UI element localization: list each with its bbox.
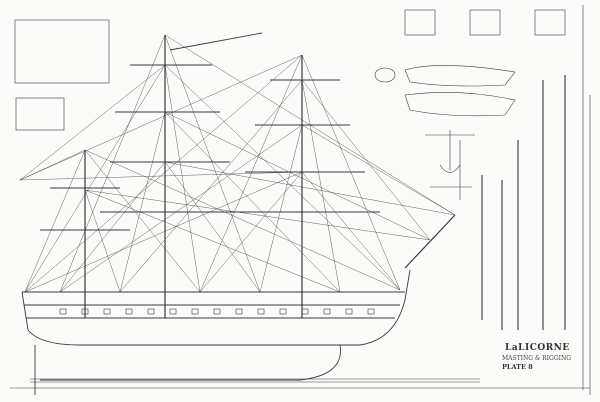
- gunport: [235, 308, 243, 315]
- rigging-line: [199, 171, 303, 293]
- gunport: [125, 308, 133, 315]
- detail-drawings: [374, 9, 566, 200]
- legend-boxes: [14, 19, 110, 131]
- rigging-line: [301, 124, 456, 216]
- rigging-line: [164, 64, 201, 293]
- rigging-line: [84, 189, 121, 293]
- gunport: [103, 308, 111, 315]
- scale-bar: [30, 378, 480, 383]
- rigging-line: [24, 54, 303, 293]
- gunport: [191, 308, 199, 315]
- rigging-line: [164, 34, 261, 293]
- border-lines: [10, 5, 591, 395]
- plate-subtitle: MASTING & RIGGING: [502, 355, 572, 362]
- rigging-line: [84, 149, 401, 291]
- rigging-line: [24, 171, 303, 293]
- gunport: [323, 308, 331, 315]
- gunport: [169, 308, 177, 315]
- hull: [21, 269, 411, 395]
- rigging-line: [24, 64, 166, 293]
- rigging-line: [164, 111, 341, 293]
- spar-drawings: [481, 75, 566, 330]
- rigging-line: [164, 111, 431, 241]
- rigging-line: [119, 111, 166, 293]
- rigging-line: [301, 171, 401, 291]
- gunports: [59, 308, 375, 315]
- rigging-line: [24, 149, 86, 293]
- rigging-line: [301, 54, 401, 291]
- rigging-line: [301, 79, 341, 293]
- rigging-line: [84, 189, 341, 293]
- rigging-line: [59, 161, 166, 293]
- gunport: [147, 308, 155, 315]
- rigging-line: [164, 64, 401, 291]
- rigging-line: [19, 64, 166, 181]
- gunport: [279, 308, 287, 315]
- rigging-line: [84, 189, 431, 241]
- plate-number: PLATE 8: [502, 363, 533, 371]
- rigging-line: [19, 54, 303, 181]
- yards: [40, 32, 380, 231]
- rigging-line: [59, 124, 303, 293]
- gunport: [367, 308, 375, 315]
- rigging-line: [259, 124, 303, 293]
- gunport: [257, 308, 265, 315]
- rigging-line: [164, 161, 456, 216]
- rigging-line: [59, 34, 166, 293]
- rigging-line: [301, 79, 431, 241]
- rigging-line: [119, 79, 303, 293]
- gunport: [301, 308, 309, 315]
- rigging-line: [84, 149, 201, 293]
- rigging-line: [164, 161, 261, 293]
- rigging-line: [19, 171, 303, 181]
- gunport: [213, 308, 221, 315]
- gunport: [345, 308, 353, 315]
- rigging: [19, 34, 456, 293]
- plate-title: LaLICORNE: [505, 343, 570, 353]
- gunport: [59, 308, 67, 315]
- masts: [84, 35, 456, 318]
